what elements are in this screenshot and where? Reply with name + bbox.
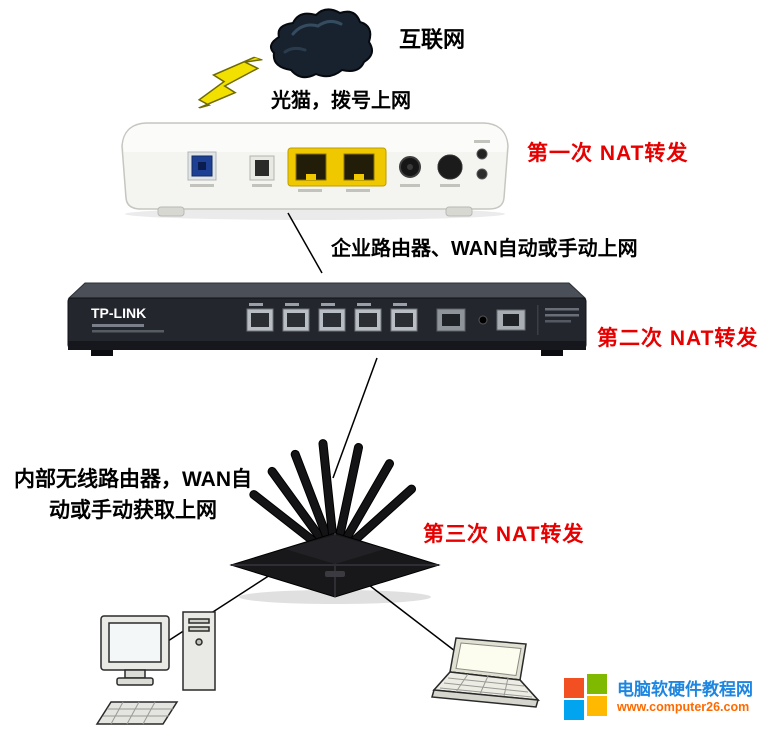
wireless-router-top-facet [285,535,385,564]
fiber-port-label [190,184,214,187]
modem-top-sheen [123,124,507,152]
nat-first-label: 第一次 NAT转发 [527,142,689,165]
watermark-logo-icon [564,674,608,720]
wireless-router-caption-line-1: 内部无线路由器，WAN自 [14,468,252,491]
lan-port-2-label [346,189,370,192]
router-info-line-3 [545,320,571,323]
router-ports [246,303,418,332]
console-port-hole [503,314,519,326]
tower-drive-slot-2 [188,626,210,632]
sfp-port-hole [442,314,460,326]
internet-label: 互联网 [399,27,466,52]
tower-drive-slot-1 [188,618,210,624]
router-divider [537,305,539,335]
watermark-site-name: 电脑软硬件教程网 [617,679,753,699]
watermark-text: 电脑软硬件教程网 www.computer26.com [617,679,753,716]
laptop-front-edge [431,689,539,708]
modem-caption: 光猫，拨号上网 [271,90,411,112]
wireless-router-logo [325,571,345,577]
wireless-router-caption: 内部无线路由器，WAN自 动或手动获取上网 [2,464,264,526]
power-jack-pin [407,164,413,170]
router-subtitle-text [92,330,164,333]
phone-port [255,160,269,176]
enterprise-router-caption: 企业路由器、WAN自动或手动上网 [331,238,638,260]
power-jack-label [400,184,420,187]
router-info-line-1 [545,308,579,311]
lightning-bolt-icon [193,44,263,127]
wps-button [476,168,488,180]
monitor-base [116,677,154,686]
watermark-site-url: www.computer26.com [617,699,750,714]
enterprise-router-device: TP-LINK [57,277,594,370]
power-button-label [440,184,460,187]
tp-link-logo: TP-LINK [91,305,146,321]
fiber-port-hole [198,162,206,170]
reset-label [474,140,490,143]
watermark-logo-square-green [587,674,607,694]
modem-foot-left [157,206,185,217]
router-model-text [92,324,144,327]
monitor-neck [124,669,146,679]
laptop-keys [439,673,533,698]
tower-power-button [195,638,203,646]
watermark-logo-square-red [564,678,584,698]
router-info-line-2 [545,314,579,317]
router-bottom-edge [68,341,586,350]
router-reset-hole [478,315,488,325]
phone-port-label [252,184,272,187]
watermark: 电脑软硬件教程网 www.computer26.com [564,674,753,720]
wireless-router-caption-line-2: 动或手动获取上网 [49,499,217,522]
internet-cloud-icon [263,6,375,87]
watermark-logo-square-blue [564,700,584,720]
laptop-icon [428,636,550,723]
keyboard-keys [103,701,173,725]
watermark-logo-square-yellow [587,696,607,716]
router-top-face [67,282,587,299]
lan-port-1-label [298,189,322,192]
nat-second-label: 第二次 NAT转发 [597,327,759,350]
modem-shadow [125,208,505,220]
desktop-screen [108,622,162,663]
desktop-tower [182,611,216,691]
router-foot-right [541,350,563,356]
optical-modem-device [108,110,522,227]
power-button-ring [437,154,463,180]
lan-port-1-tab [306,174,316,180]
laptop-screen [455,642,522,677]
modem-foot-right [445,206,473,217]
desktop-computer-icon [93,610,230,735]
reset-hole [476,148,488,160]
nat-third-label: 第三次 NAT转发 [423,523,585,546]
wireless-router-device [225,413,445,610]
lan-port-2-tab [354,174,364,180]
router-foot-left [91,350,113,356]
